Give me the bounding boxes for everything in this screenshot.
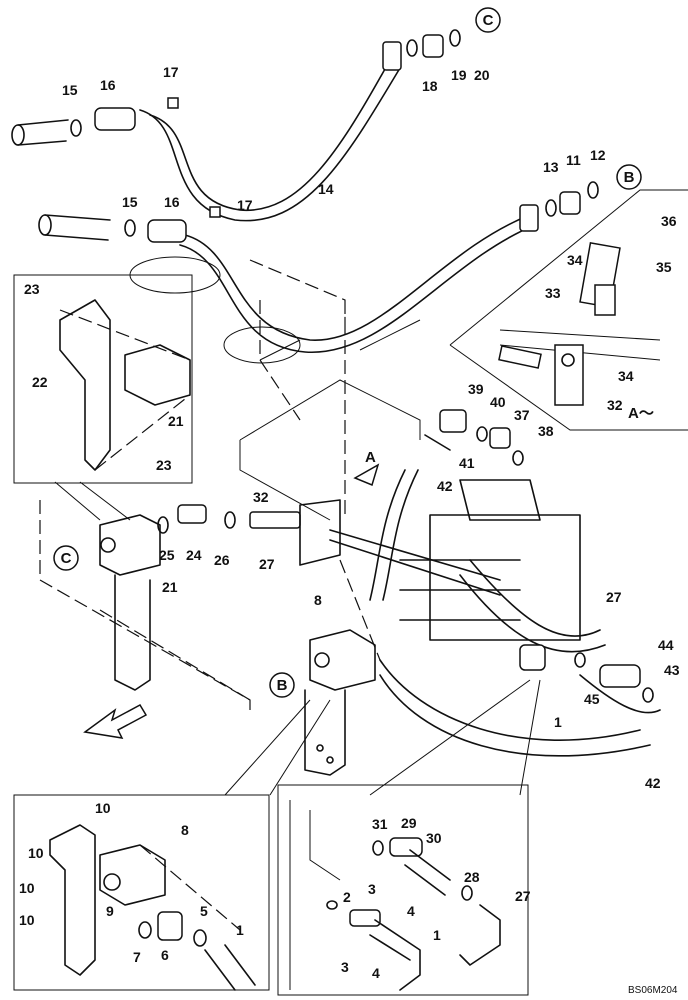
part-label-33: 33 (545, 285, 561, 301)
part-label-1b: 1 (236, 922, 244, 938)
hose-14-upper (139, 59, 536, 353)
part-label-17a: 17 (163, 64, 179, 80)
part-label-5: 5 (200, 903, 208, 919)
fittings-43-45 (519, 644, 654, 703)
part-label-8b: 8 (181, 822, 189, 838)
fittings-18-20 (382, 29, 599, 232)
circle-ref-label: C (483, 12, 494, 29)
part-label-42a: 42 (437, 478, 453, 494)
inset-bracket-21-23 (13, 274, 193, 484)
part-label-3a: 3 (368, 881, 376, 897)
part-label-31: 31 (372, 816, 388, 832)
part-label-24: 24 (186, 547, 202, 563)
part-label-15b: 15 (122, 194, 138, 210)
part-label-32b: 32 (253, 489, 269, 505)
part-label-13: 13 (543, 159, 559, 175)
circle-ref-label: B (277, 677, 288, 694)
view-arrow-a-label: A (365, 449, 376, 466)
part-label-8a: 8 (314, 592, 322, 608)
inset-flange-detail (277, 784, 529, 996)
part-label-11: 11 (566, 152, 581, 168)
part-label-38: 38 (538, 423, 554, 439)
part-label-4b: 4 (372, 965, 380, 981)
part-label-34b: 34 (618, 368, 634, 384)
leader-lines (54, 481, 541, 796)
part-label-45: 45 (584, 691, 600, 707)
part-label-3b: 3 (341, 959, 349, 975)
part-label-10c: 10 (19, 880, 35, 896)
part-label-42b: 42 (645, 775, 661, 791)
part-label-34a: 34 (567, 252, 583, 268)
part-label-39: 39 (468, 381, 484, 397)
block-8 (304, 629, 376, 776)
part-label-4a: 4 (407, 903, 415, 919)
part-label-27a: 27 (259, 556, 275, 572)
part-label-12: 12 (590, 147, 606, 163)
manifold-block-left (99, 499, 341, 691)
part-label-1c: 1 (433, 927, 441, 943)
part-label-22: 22 (32, 374, 48, 390)
part-label-10a: 10 (95, 800, 111, 816)
part-label-41: 41 (459, 455, 475, 471)
part-label-37: 37 (514, 407, 530, 423)
part-label-7: 7 (133, 949, 141, 965)
circle-ref-c-top: C (475, 7, 501, 33)
part-label-2: 2 (343, 889, 351, 905)
circle-ref-c-left: C (53, 545, 79, 571)
part-label-44: 44 (658, 637, 674, 653)
part-label-32a: 32 (607, 397, 623, 413)
direction-arrow (83, 463, 380, 739)
part-label-10d: 10 (19, 912, 35, 928)
part-label-6: 6 (161, 947, 169, 963)
part-label-17b: 17 (237, 197, 253, 213)
part-label-23b: 23 (156, 457, 172, 473)
part-label-10b: 10 (28, 845, 44, 861)
control-valve (329, 479, 581, 641)
machine-frame-outline (39, 256, 421, 710)
part-label-16b: 16 (164, 194, 180, 210)
part-label-23a: 23 (24, 281, 40, 297)
part-label-9: 9 (106, 903, 114, 919)
part-label-27c: 27 (515, 888, 531, 904)
part-label-18: 18 (422, 78, 438, 94)
inset-bracket-8-10 (13, 794, 270, 991)
part-label-21a: 21 (168, 413, 184, 429)
part-label-19: 19 (451, 67, 467, 83)
circle-ref-b-mid: B (269, 672, 295, 698)
part-label-15a: 15 (62, 82, 78, 98)
circle-ref-label: B (624, 169, 635, 186)
part-label-26: 26 (214, 552, 230, 568)
view-a-inset (449, 189, 688, 431)
hoses-27-42 (369, 469, 661, 757)
part-label-40: 40 (490, 394, 506, 410)
fittings-37-41 (424, 409, 524, 466)
part-label-25: 25 (159, 547, 175, 563)
part-label-29: 29 (401, 815, 417, 831)
drawing-code: BS06M204 (628, 985, 678, 996)
part-label-36: 36 (661, 213, 677, 229)
part-label-14: 14 (318, 181, 334, 197)
part-label-21b: 21 (162, 579, 178, 595)
pipe-stubs-left (11, 97, 221, 243)
part-label-35: 35 (656, 259, 672, 275)
view-a-label: A～ (628, 405, 654, 422)
part-label-27b: 27 (606, 589, 622, 605)
part-label-1a: 1 (554, 714, 562, 730)
part-label-43: 43 (664, 662, 680, 678)
part-label-28: 28 (464, 869, 480, 885)
part-label-20: 20 (474, 67, 490, 83)
part-label-30: 30 (426, 830, 442, 846)
circle-ref-b-top: B (616, 164, 642, 190)
part-label-16a: 16 (100, 77, 116, 93)
circle-ref-label: C (61, 550, 72, 567)
